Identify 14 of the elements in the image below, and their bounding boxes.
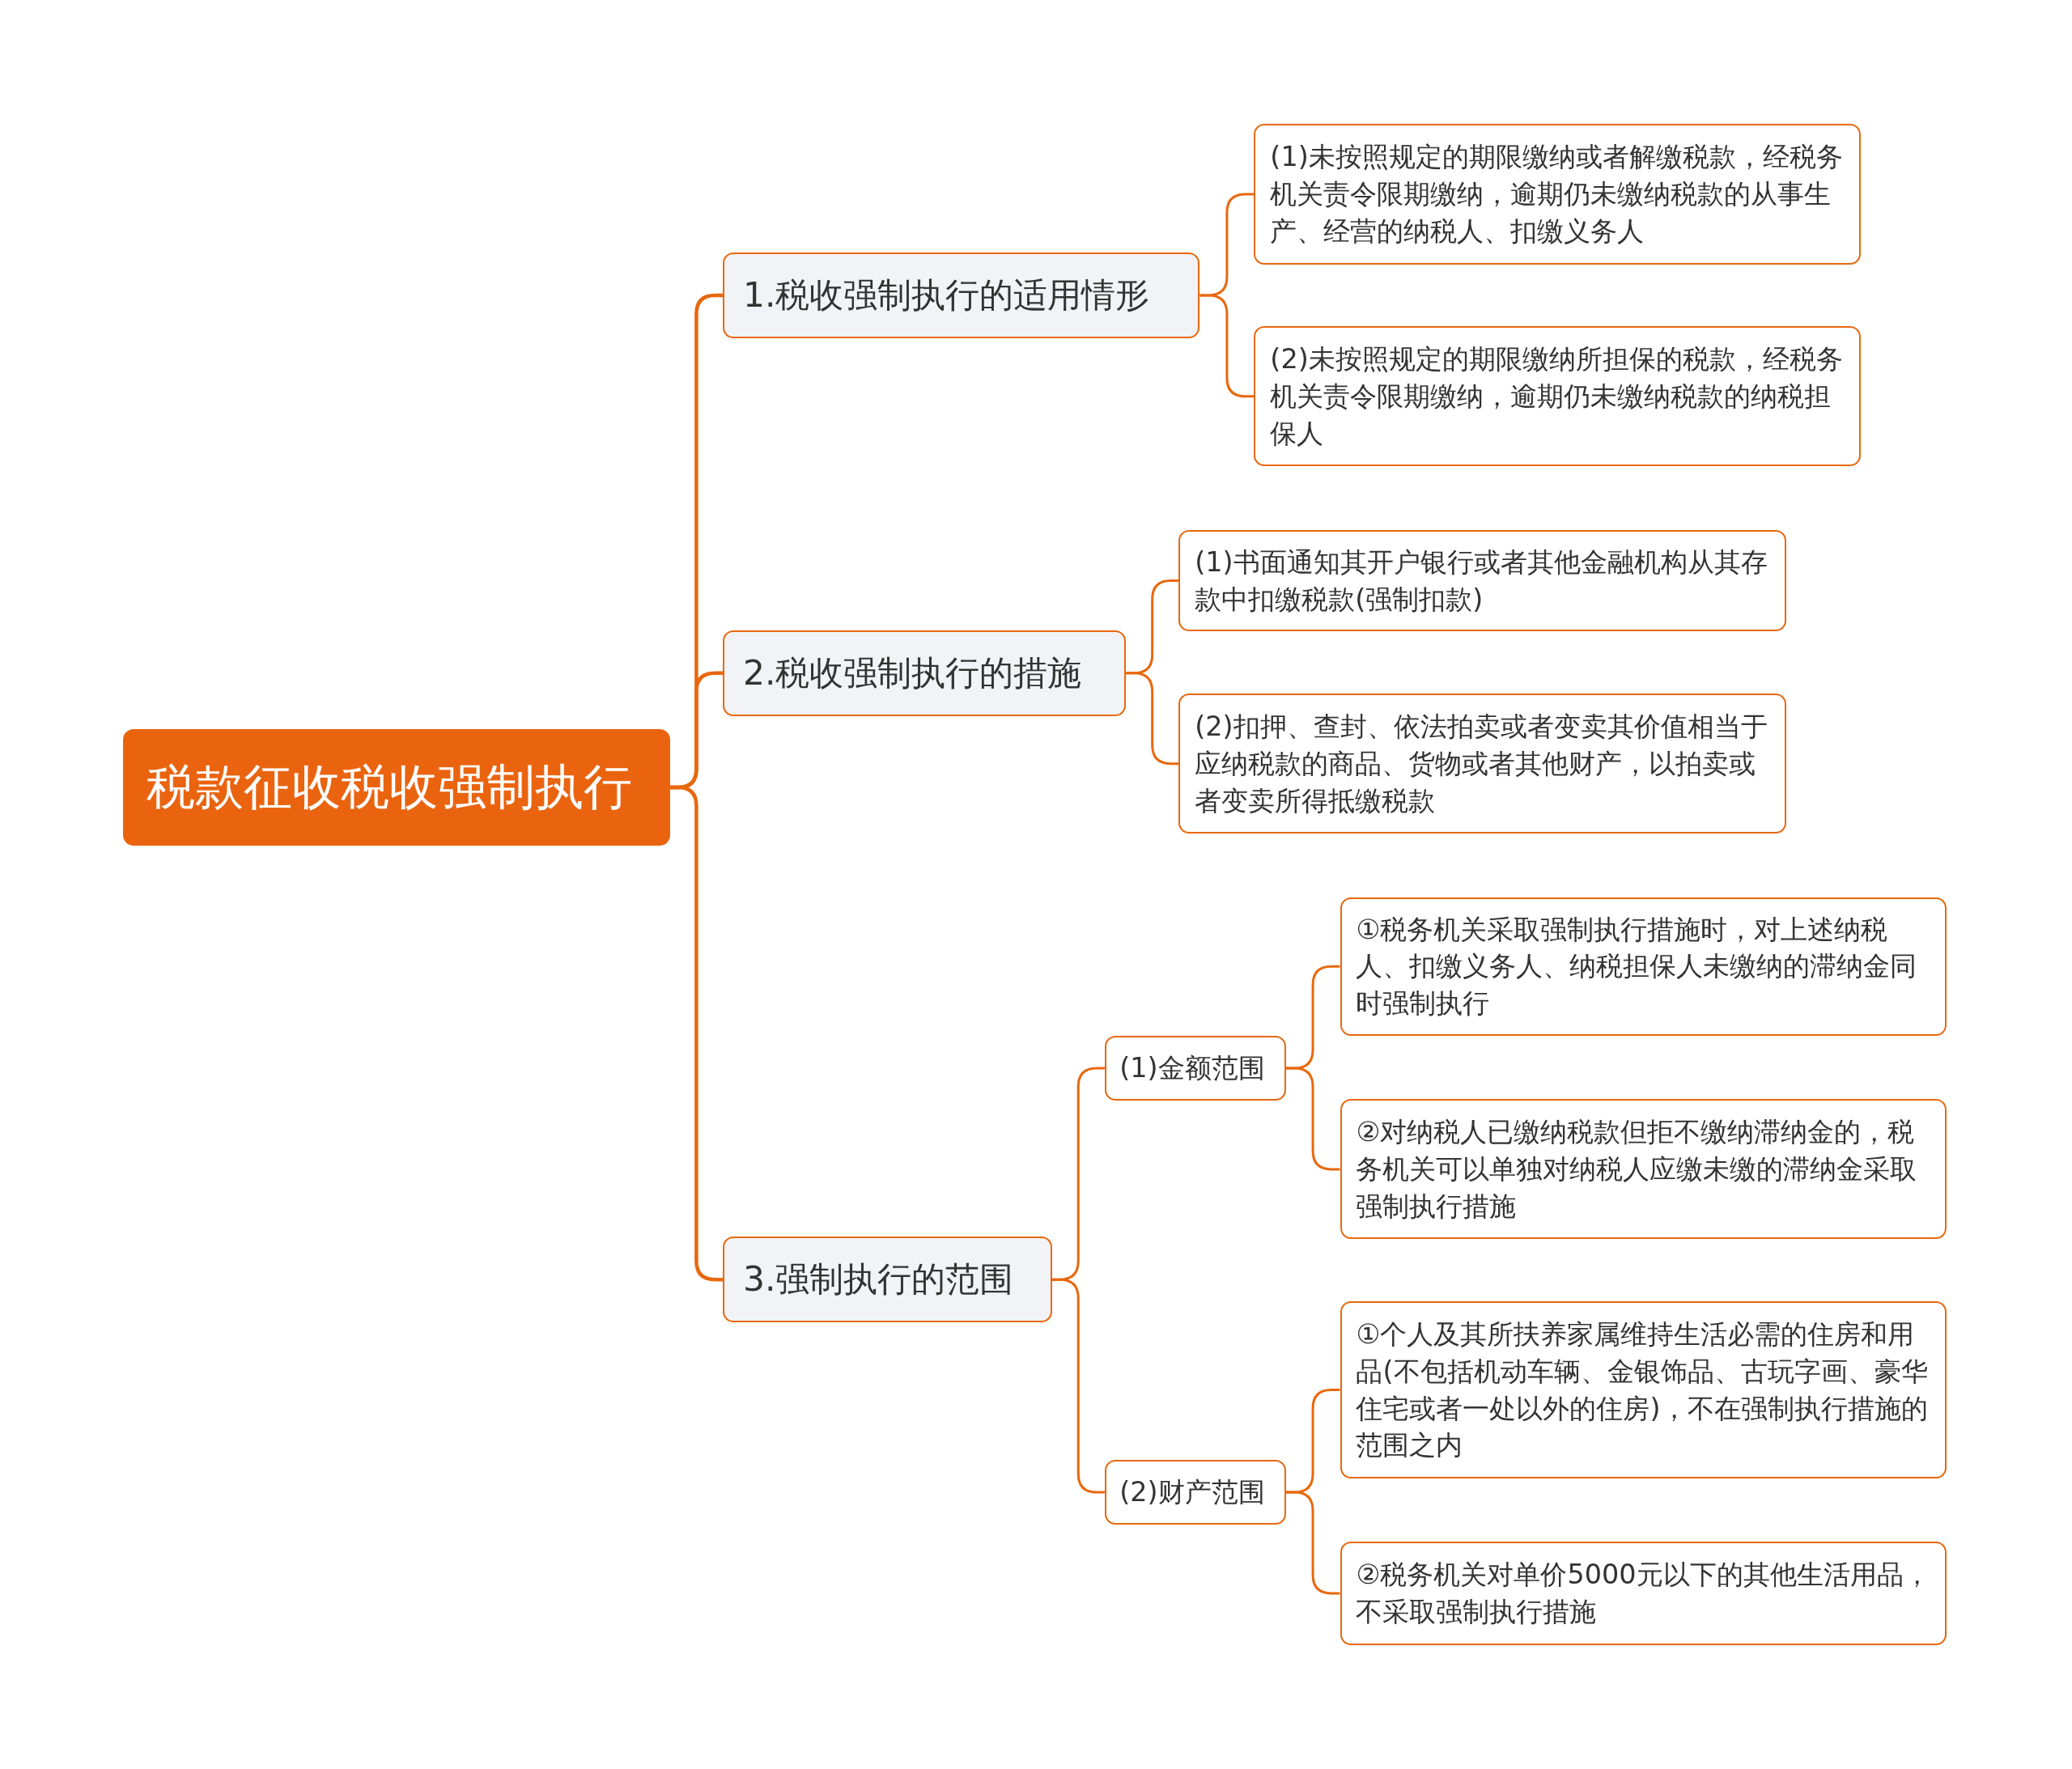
root-topic-box: 税款征收税收强制执行 <box>122 729 670 846</box>
note-box: ②税务机关对单价5000元以下的其他生活用品，不采取强制执行措施 <box>1340 1542 1947 1645</box>
branch-topic-box: 1.税收强制执行的适用情形 <box>723 252 1200 338</box>
note-box: (1)书面通知其开户银行或者其他金融机构从其存款中扣缴税款(强制扣款) <box>1178 529 1787 632</box>
note-box: (1)未按照规定的期限缴纳或者解缴税款，经税务机关责令限期缴纳，逾期仍未缴纳税款的从事生产、经营的纳税人、扣缴义务人 <box>1254 124 1861 265</box>
note-box: (2)扣押、查封、依法拍卖或者变卖其价值相当于应纳税款的商品、货物或者其他财产，以拍卖或者变卖所得抵缴税款 <box>1178 694 1787 834</box>
branch-topic-box: 3.强制执行的范围 <box>723 1237 1052 1323</box>
note-box: ①税务机关采取强制执行措施时，对上述纳税人、扣缴义务人、纳税担保人未缴纳的滞纳金同时强制执行 <box>1340 897 1947 1036</box>
subtopic-box: (1)金额范围 <box>1104 1036 1286 1101</box>
note-box: ①个人及其所扶养家属维持生活必需的住房和用品(不包括机动车辆、金银饰品、古玩字画、豪华住宅或者一处以外的住房)，不在强制执行措施的范围之内 <box>1340 1301 1947 1478</box>
subtopic-box: (2)财产范围 <box>1104 1460 1286 1525</box>
branch-topic-box: 2.税收强制执行的措施 <box>723 630 1126 716</box>
note-box: ②对纳税人已缴纳税款但拒不缴纳滞纳金的，税务机关可以单独对纳税人应缴未缴的滞纳金采取强制执行措施 <box>1340 1099 1947 1240</box>
note-box: (2)未按照规定的期限缴纳所担保的税款，经税务机关责令限期缴纳，逾期仍未缴纳税款的纳税担保人 <box>1254 326 1861 467</box>
